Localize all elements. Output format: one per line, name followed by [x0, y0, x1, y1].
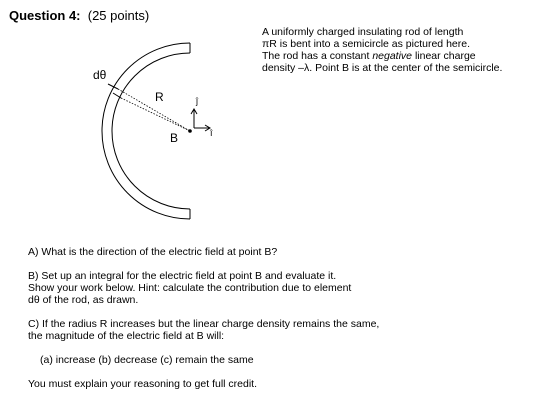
part-a: A) What is the direction of the electric… [28, 246, 278, 258]
point-b-label: B [170, 131, 178, 145]
element-dtheta [107, 83, 122, 99]
part-c-line-1: C) If the radius R increases but the lin… [28, 318, 380, 330]
radius-line-upper [117, 88, 191, 132]
question-heading: Question 4: (25 points) [9, 8, 149, 23]
radius-label: R [155, 90, 164, 104]
credit-note: You must explain your reasoning to get f… [28, 378, 257, 390]
negative-emphasis: negative [372, 50, 413, 62]
spacer [28, 258, 379, 270]
unit-vector-axes [190, 108, 211, 132]
j-hat-label: ĵ [195, 96, 199, 106]
statement-line-3-end: linear charge [412, 50, 476, 62]
dtheta-edge-lower [112, 92, 122, 99]
j-arrowhead [190, 108, 198, 115]
i-arrowhead [204, 124, 211, 132]
statement-line-2: πR is bent into a semicircle as pictured… [262, 38, 471, 50]
spacer [28, 342, 379, 354]
statement-line-4: density –λ. Point B is at the center of … [262, 62, 503, 74]
i-hat-label: î [209, 128, 213, 138]
rod-outer-arc [101, 42, 191, 220]
statement-line-3: The rod has a constant negative linear c… [262, 50, 545, 62]
point-b-dot [188, 129, 192, 133]
spacer [28, 306, 379, 318]
statement-line-1: A uniformly charged insulating rod of le… [262, 26, 464, 38]
problem-statement: A uniformly charged insulating rod of le… [262, 26, 545, 74]
answer-choices: (a) increase (b) decrease (c) remain the… [40, 354, 254, 366]
question-parts: A) What is the direction of the electric… [28, 246, 379, 390]
dtheta-edge-upper [107, 83, 119, 90]
rod-inner-arc [111, 52, 191, 210]
radius-line-lower [120, 97, 191, 132]
part-b-line-3: dθ of the rod, as drawn. [28, 294, 139, 306]
radius-r-lines [117, 88, 191, 132]
semicircle-rod-figure: dθ R B ĵ î [93, 42, 213, 220]
part-b-line-1: B) Set up an integral for the electric f… [28, 270, 337, 282]
spacer [28, 366, 379, 378]
question-points: (25 points) [87, 8, 150, 23]
question-number: Question 4: [9, 8, 81, 23]
charged-semicircle-rod [101, 42, 191, 220]
statement-line-3-start: The rod has a constant [262, 50, 373, 62]
part-c-line-2: the magnitude of the electric field at B… [28, 330, 225, 342]
dtheta-label: dθ [93, 68, 107, 82]
part-b-line-2: Show your work below. Hint: calculate th… [28, 282, 352, 294]
